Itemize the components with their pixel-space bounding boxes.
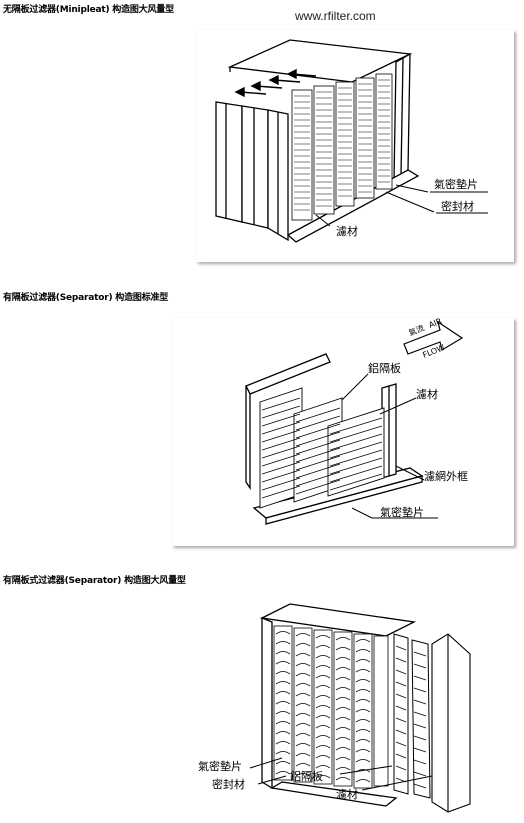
label-media: 濾材 [416,387,438,401]
label-media: 濾材 [336,787,358,801]
label-frame: 濾網外框 [424,469,468,483]
separator-standard-diagram: 氣流 AIR FLOW 鋁隔板 濾材 濾網外框 氣密墊片 [245,318,468,525]
section-1-title: 无隔板过滤器(Minipleat) 构造图大风量型 [3,5,174,15]
label-gasket: 氣密墊片 [198,759,242,773]
section-1-diagram: 氣密墊片 密封材 濾材 [196,30,514,262]
label-gasket: 氣密墊片 [434,177,478,191]
label-airflow-cn: 氣流 [407,323,426,338]
section-3-title: 有隔板式过滤器(Separator) 构造图大风量型 [3,576,186,586]
label-separator: 鋁隔板 [290,769,323,783]
section-2-title: 有隔板过滤器(Separator) 构造图标准型 [3,293,169,303]
minipleat-diagram: 氣密墊片 密封材 濾材 [215,39,488,243]
label-airflow-en: AIR [427,318,443,330]
label-sealant: 密封材 [441,199,474,213]
site-url: www.rfilter.com [295,9,376,23]
separator-high-airflow-diagram: 氣密墊片 密封材 鋁隔板 濾材 [198,603,471,813]
section-3-diagram: 氣密墊片 密封材 鋁隔板 濾材 [186,598,476,820]
label-sealant: 密封材 [212,777,245,791]
section-2-diagram: 氣流 AIR FLOW 鋁隔板 濾材 濾網外框 氣密墊片 [172,318,514,546]
label-gasket: 氣密墊片 [380,505,424,519]
label-media: 濾材 [336,224,358,238]
label-separator: 鋁隔板 [368,361,401,375]
